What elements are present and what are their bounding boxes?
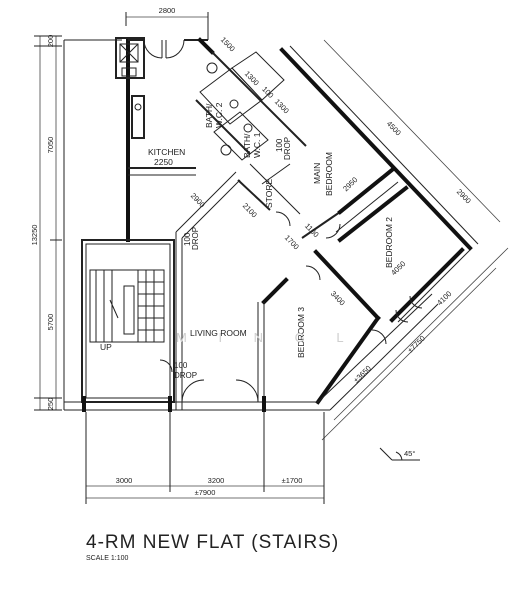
bedroom3-label: BEDROOM 3 <box>296 307 306 358</box>
main-bedroom-label-b: BEDROOM <box>324 152 334 196</box>
bath2-label-b: W.C. 2 <box>214 102 224 128</box>
store-label: STORE <box>264 179 274 208</box>
dim-bottom-total: ±7900 <box>195 488 216 497</box>
dim-7750: ±7750 <box>406 334 427 355</box>
dim-left-lower: 5700 <box>46 314 55 331</box>
drop-label-2b: DROP <box>191 227 200 250</box>
drop-label-1b: DROP <box>283 137 292 160</box>
dim-3400: 3400 <box>329 289 347 307</box>
dim-2950: 2950 <box>341 175 359 193</box>
dim-left-upper: 7050 <box>46 137 55 154</box>
kitchen-dim-label: 2250 <box>154 157 173 167</box>
doors <box>143 39 423 403</box>
dim-left-top: 200 <box>46 35 55 48</box>
drop-label-2: 100 <box>183 232 192 246</box>
bath1-label: BATH/ <box>242 133 252 158</box>
dim-left-total: 13250 <box>30 225 39 246</box>
bath2-label: BATH/ <box>204 103 214 128</box>
dim-4500: 4500 <box>385 119 403 137</box>
bath1-label-b: W.C. 1 <box>252 132 262 158</box>
main-bedroom-label: MAIN <box>312 163 322 184</box>
dim-bottom-3000: 3000 <box>116 476 133 485</box>
dim-1500: 1500 <box>219 35 237 53</box>
stairs-up-label: UP <box>100 342 112 352</box>
living-room-label: LIVING ROOM <box>190 328 247 338</box>
watermark: M I N G L <box>176 330 358 345</box>
left-dimensions: 13250 7050 5700 200 250 <box>30 35 62 411</box>
angle-note: 45° <box>404 449 415 458</box>
dim-2100: 2100 <box>241 201 259 219</box>
walls <box>63 37 479 412</box>
plan-title: 4-RM NEW FLAT (STAIRS) <box>86 532 340 553</box>
dim-top: 2800 <box>159 6 176 15</box>
dim-1700: 1700 <box>283 233 301 251</box>
dim-100-a: 100 <box>260 85 275 100</box>
dim-1300-b: 1300 <box>273 97 291 115</box>
drop-label-3b: DROP <box>174 371 197 380</box>
bedroom2-label: BEDROOM 2 <box>384 217 394 268</box>
dim-2900-right: 2900 <box>455 187 473 205</box>
plan-scale: SCALE 1:100 <box>86 555 129 562</box>
bottom-dimensions: 3000 3200 ±1700 ±7900 <box>85 412 325 504</box>
dim-bottom-1700: ±1700 <box>282 476 303 485</box>
dim-left-bottom: 250 <box>46 398 55 411</box>
top-dimension: 2800 <box>125 6 209 40</box>
dim-bottom-3200: 3200 <box>208 476 225 485</box>
dim-2900-left: 2900 <box>189 191 207 209</box>
room-labels: KITCHEN 2250 BATH/ W.C. 2 BATH/ W.C. 1 M… <box>100 102 394 380</box>
drop-label-3: 100 <box>174 361 188 370</box>
diagonal-dimensions: 4500 2900 4100 ±7750 ±3650 45° <box>321 39 509 461</box>
drop-label-1: 100 <box>275 138 284 152</box>
kitchen-label: KITCHEN <box>148 147 185 157</box>
